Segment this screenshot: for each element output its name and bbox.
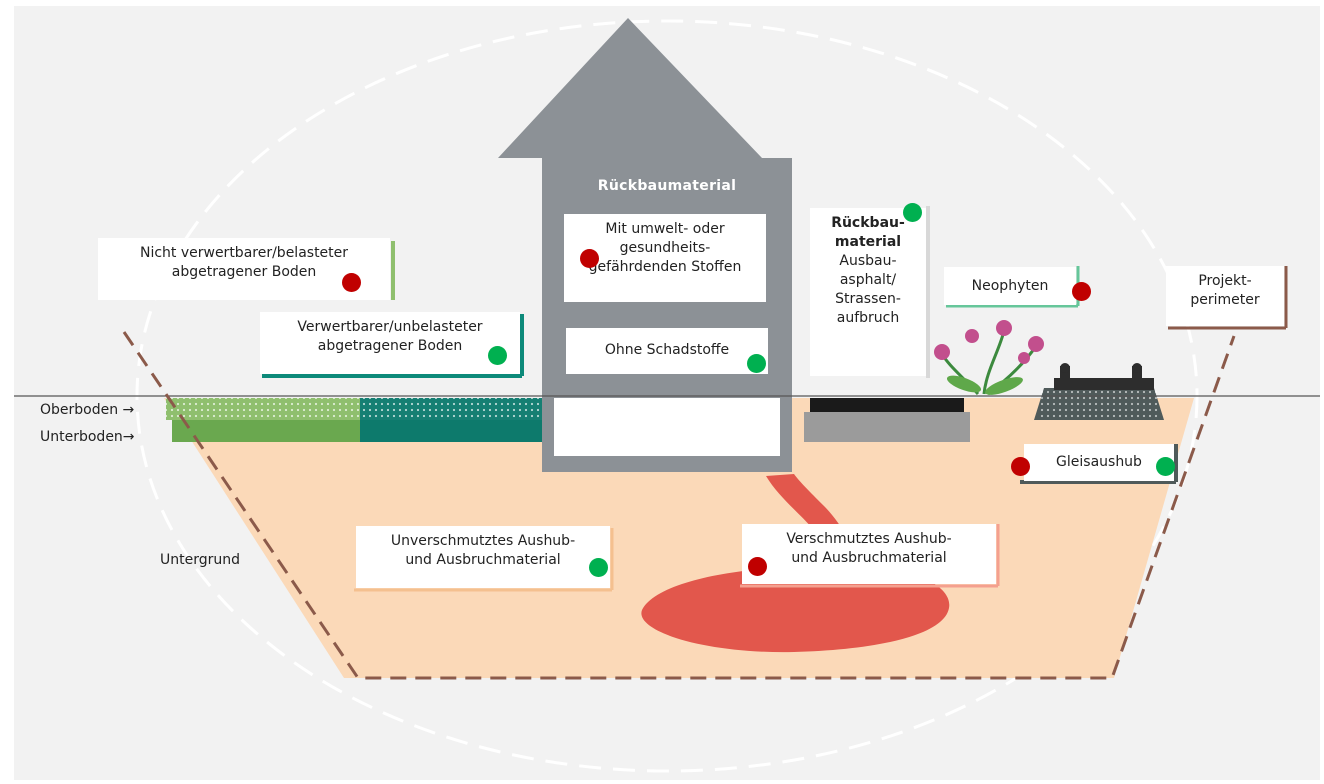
marker-unverschmutzt <box>589 558 608 577</box>
label-gleisaushub: Gleisaushub <box>1024 444 1174 481</box>
label-oberboden: Oberboden → <box>40 402 135 418</box>
unterboden-teal <box>360 420 544 442</box>
label-rueckbau-strasse: Rückbau- material Ausbau- asphalt/ Stras… <box>810 208 926 376</box>
label-unterboden: Unterboden→ <box>40 429 135 445</box>
diagram-canvas: Rückbaumaterial Nicht verwertbarer/belas… <box>14 6 1320 780</box>
marker-gleisaushub-red <box>1011 457 1030 476</box>
label-neophyten: Neophyten <box>944 267 1076 305</box>
label-ohne-schadstoffe: Ohne Schadstoffe <box>566 328 768 374</box>
rail-sleeper <box>1054 378 1154 390</box>
marker-neophyten <box>1072 282 1091 301</box>
label-nicht-verwertbar: Nicht verwertbarer/belasteter abgetragen… <box>98 238 390 300</box>
label-untergrund: Untergrund <box>160 552 241 568</box>
marker-gleisaushub-green <box>1156 457 1175 476</box>
label-verschmutzt: Verschmutztes Aushub- und Ausbruchmateri… <box>742 524 996 584</box>
road-asphalt <box>810 398 964 412</box>
marker-verwertbar <box>488 346 507 365</box>
marker-rueckbau-strasse <box>903 203 922 222</box>
label-verwertbar: Verwertbarer/unbelasteter abgetragener B… <box>260 312 520 374</box>
diagram-graphics <box>14 18 1320 773</box>
house-title: Rückbaumaterial <box>597 178 737 194</box>
label-projektperimeter: Projekt- perimeter <box>1166 266 1284 326</box>
marker-verschmutzt <box>748 557 767 576</box>
marker-ohne-schadstoffe <box>747 354 766 373</box>
neophyte-plant <box>934 320 1044 396</box>
excavation-outline <box>122 331 1236 680</box>
label-unverschmutzt: Unverschmutztes Aushub- und Ausbruchmate… <box>356 526 610 588</box>
marker-mit-stoffen <box>580 249 599 268</box>
road-base <box>804 412 970 442</box>
marker-nicht-verwertbar <box>342 273 361 292</box>
unterboden-green <box>172 420 360 442</box>
contaminated-spill <box>641 474 950 653</box>
house-window <box>554 398 780 456</box>
